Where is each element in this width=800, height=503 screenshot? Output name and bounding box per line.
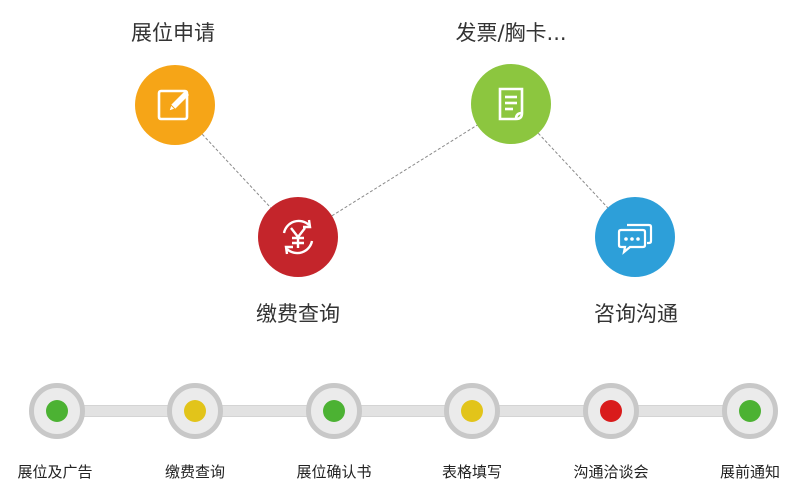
progress-step-booth-ads[interactable] xyxy=(29,383,85,439)
payment-query-button[interactable] xyxy=(258,197,338,277)
invoice-badge-button[interactable] xyxy=(471,64,551,144)
booth-application-button[interactable] xyxy=(135,65,215,145)
connector-line xyxy=(297,103,512,238)
progress-step-label[interactable]: 沟通洽谈会 xyxy=(573,463,649,481)
status-dot xyxy=(46,400,68,422)
consult-communicate-label[interactable]: 咨询沟通 xyxy=(594,302,678,326)
status-dot xyxy=(461,400,483,422)
status-dot xyxy=(739,400,761,422)
invoice-badge-label[interactable]: 发票/胸卡... xyxy=(455,21,567,45)
progress-track xyxy=(55,405,750,417)
chat-icon xyxy=(617,223,653,255)
progress-step-payment[interactable] xyxy=(167,383,223,439)
progress-step-booth-confirm[interactable] xyxy=(306,383,362,439)
progress-step-pre-show-notice[interactable] xyxy=(722,383,778,439)
progress-step-label[interactable]: 缴费查询 xyxy=(164,463,226,481)
document-icon xyxy=(498,87,524,121)
progress-step-forms[interactable] xyxy=(444,383,500,439)
progress-step-label[interactable]: 展前通知 xyxy=(719,463,781,481)
booth-application-label[interactable]: 展位申请 xyxy=(131,21,215,45)
status-dot xyxy=(600,400,622,422)
payment-query-label[interactable]: 缴费查询 xyxy=(256,302,340,326)
progress-step-label[interactable]: 展位及广告 xyxy=(17,463,93,481)
progress-step-label[interactable]: 表格填写 xyxy=(441,463,503,481)
consult-communicate-button[interactable] xyxy=(595,197,675,277)
yen-refresh-icon xyxy=(282,219,314,255)
status-dot xyxy=(184,400,206,422)
status-dot xyxy=(323,400,345,422)
edit-icon xyxy=(157,89,189,121)
progress-step-meeting[interactable] xyxy=(583,383,639,439)
progress-step-label[interactable]: 展位确认书 xyxy=(296,463,372,481)
